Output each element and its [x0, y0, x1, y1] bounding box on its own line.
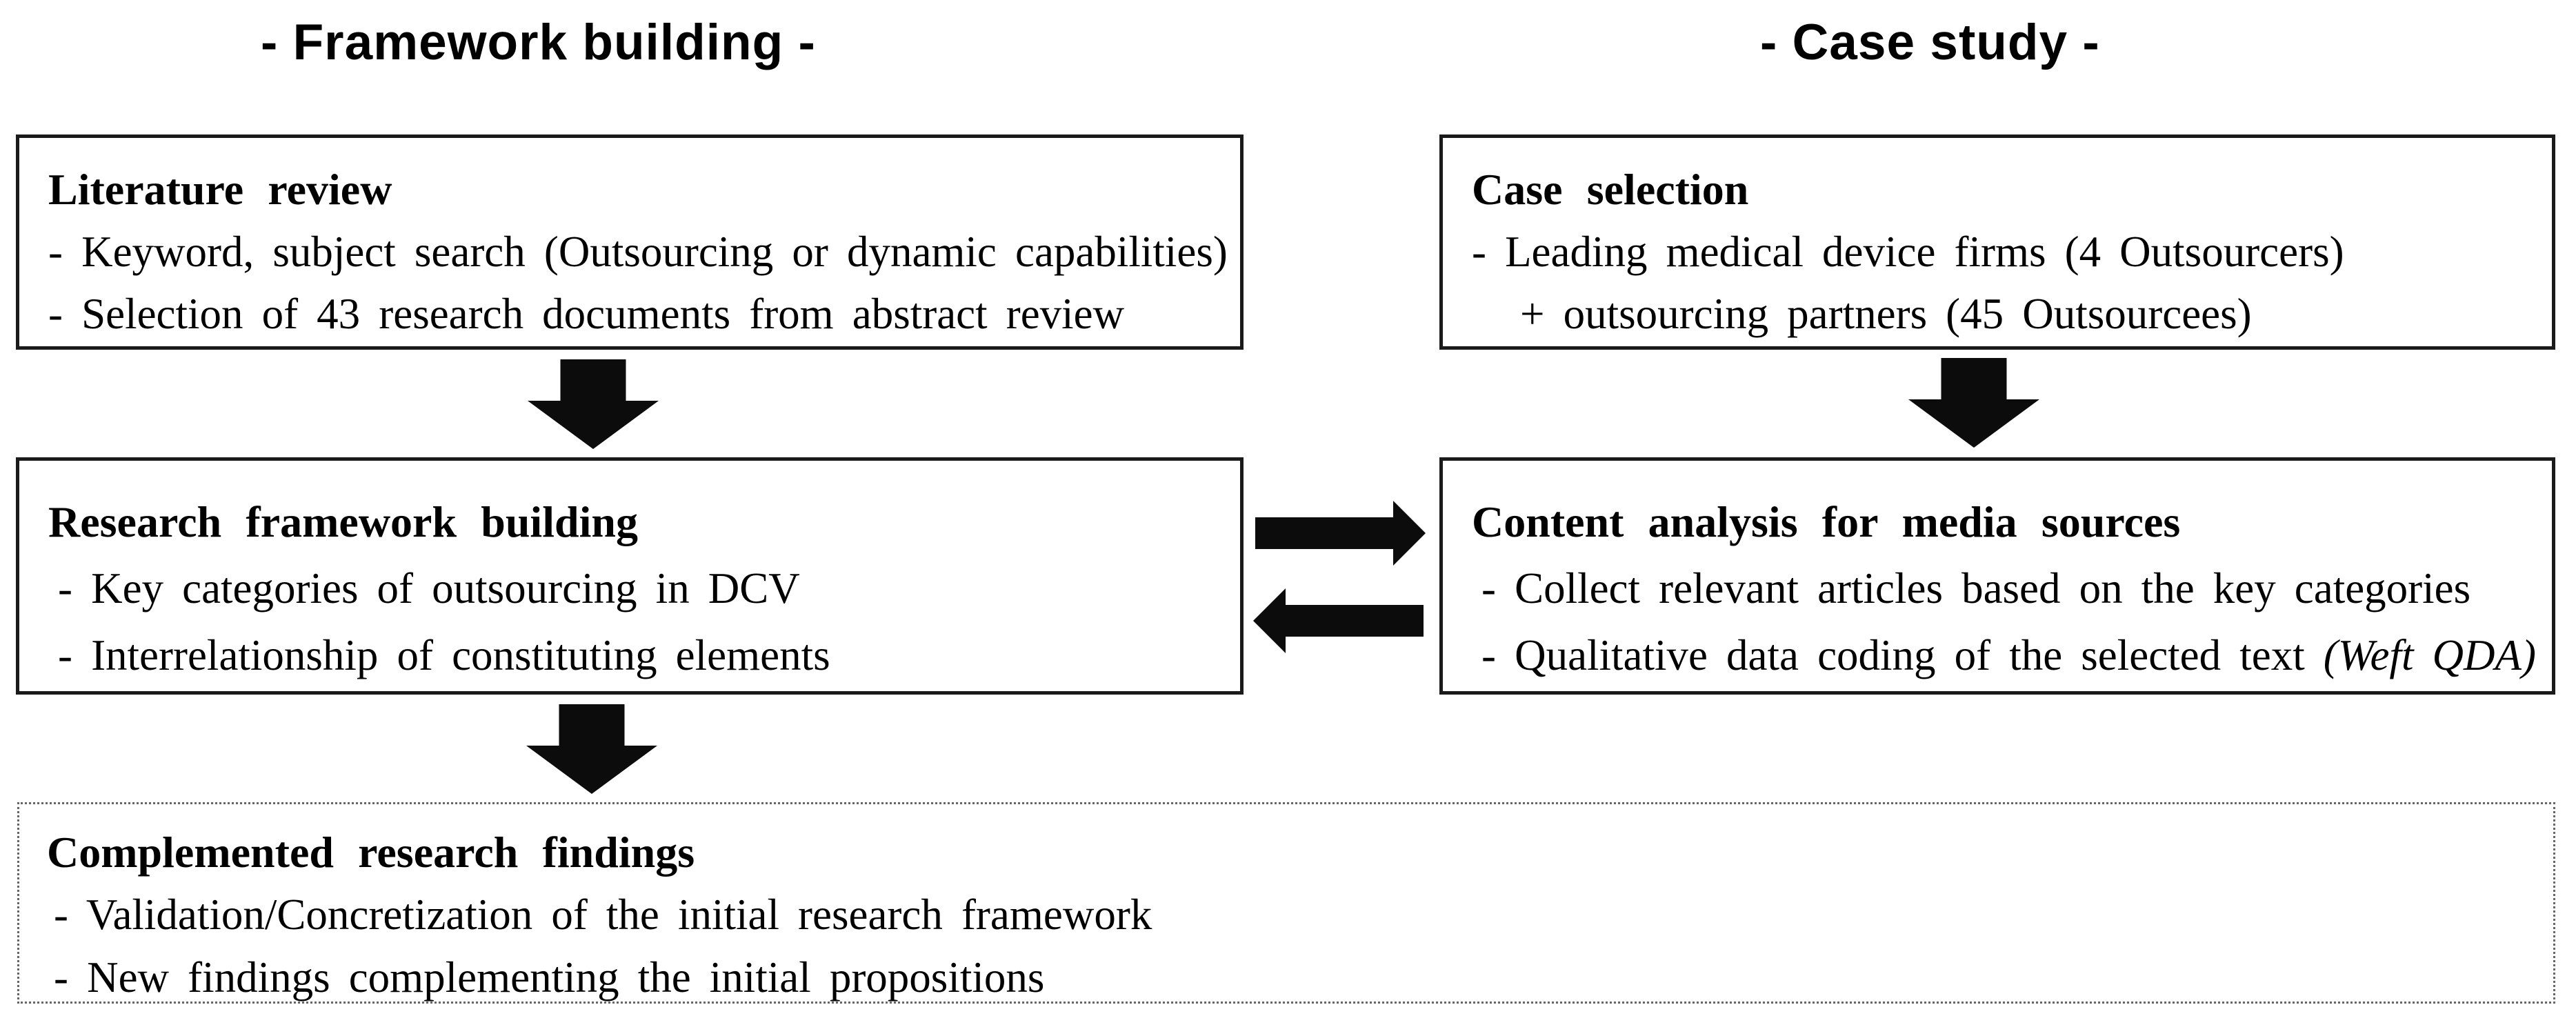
complemented-findings-box: Complemented research findings - Validat…	[17, 802, 2555, 1004]
content-analysis-title: Content analysis for media sources	[1472, 497, 2181, 546]
weft-qda-note: (Weft QDA)	[2323, 631, 2536, 679]
content-analysis-line-1: - Collect relevant articles based on the…	[1481, 564, 2471, 612]
research-framework-box: Research framework building - Key catego…	[16, 457, 1244, 695]
framework-building-column-header: - Framework building -	[261, 14, 816, 70]
case-selection-box: Case selection - Leading medical device …	[1439, 135, 2555, 350]
case-selection-line-1: - Leading medical device firms (4 Outsou…	[1472, 228, 2344, 276]
research-framework-line-2: - Interrelationship of constituting elem…	[58, 631, 830, 679]
content-analysis-box: Content analysis for media sources - Col…	[1439, 457, 2555, 695]
case-selection-title: Case selection	[1472, 165, 1749, 214]
literature-review-line-1: - Keyword, subject search (Outsourcing o…	[48, 228, 1228, 276]
complemented-findings-line-2: - New findings complementing the initial…	[54, 953, 1045, 1002]
literature-review-box: Literature review - Keyword, subject sea…	[16, 135, 1244, 350]
left-arrow-icon	[1253, 588, 1424, 653]
complemented-findings-title: Complemented research findings	[47, 828, 695, 877]
research-framework-title: Research framework building	[48, 497, 638, 546]
right-arrow-icon	[1255, 501, 1426, 566]
research-framework-line-1: - Key categories of outsourcing in DCV	[58, 564, 800, 612]
down-arrow-icon	[526, 704, 657, 794]
content-analysis-line-2-text: - Qualitative data coding of the selecte…	[1481, 631, 2305, 679]
literature-review-title: Literature review	[48, 165, 392, 214]
down-arrow-icon	[528, 359, 659, 449]
case-selection-line-2: + outsourcing partners (45 Outsourcees)	[1520, 290, 2252, 338]
down-arrow-icon	[1908, 358, 2039, 448]
complemented-findings-line-1: - Validation/Concretization of the initi…	[54, 890, 1152, 939]
case-study-column-header: - Case study -	[1760, 14, 2100, 70]
literature-review-line-2: - Selection of 43 research documents fro…	[48, 290, 1125, 338]
content-analysis-line-2: - Qualitative data coding of the selecte…	[1472, 622, 2538, 689]
